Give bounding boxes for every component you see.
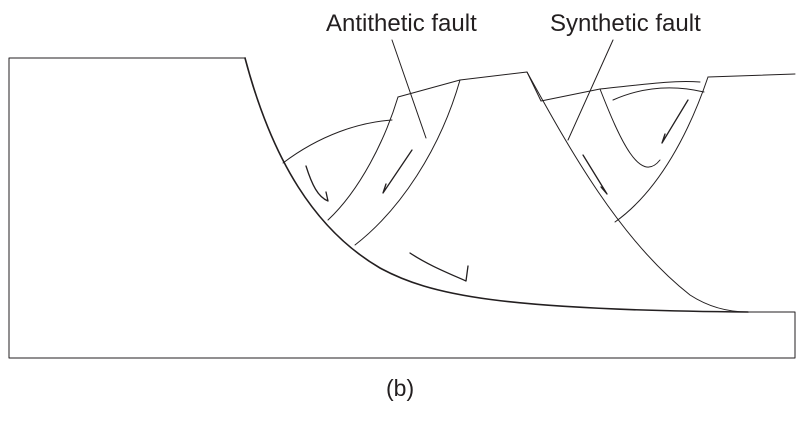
antithetic-fault-trace-left — [327, 96, 399, 221]
antithetic-fault-trace-right — [354, 79, 461, 246]
synthetic-fault-trace-2 — [614, 76, 709, 223]
synthetic-leader-line — [567, 39, 614, 141]
panel-label: (b) — [386, 375, 415, 401]
slip-arrow-right — [661, 99, 689, 144]
synthetic-fault-trace — [599, 88, 661, 168]
antithetic-fault-label: Antithetic fault — [326, 10, 477, 37]
bedding-arc-left — [282, 119, 393, 164]
antithetic-leader-line — [391, 39, 427, 139]
slip-arrow-base — [409, 252, 469, 282]
bedding-arc-right-2 — [612, 87, 705, 101]
block-outline — [8, 57, 796, 359]
bedding-arc-right — [599, 81, 701, 90]
synthetic-fault-main — [526, 71, 749, 313]
master-listric-fault — [244, 57, 749, 313]
slip-arrow-synthetic — [582, 154, 608, 195]
synthetic-fault-label: Synthetic fault — [550, 10, 701, 37]
slip-arrow-antithetic — [382, 149, 413, 194]
top-surface — [397, 71, 796, 102]
slip-arrow-left — [305, 165, 329, 202]
